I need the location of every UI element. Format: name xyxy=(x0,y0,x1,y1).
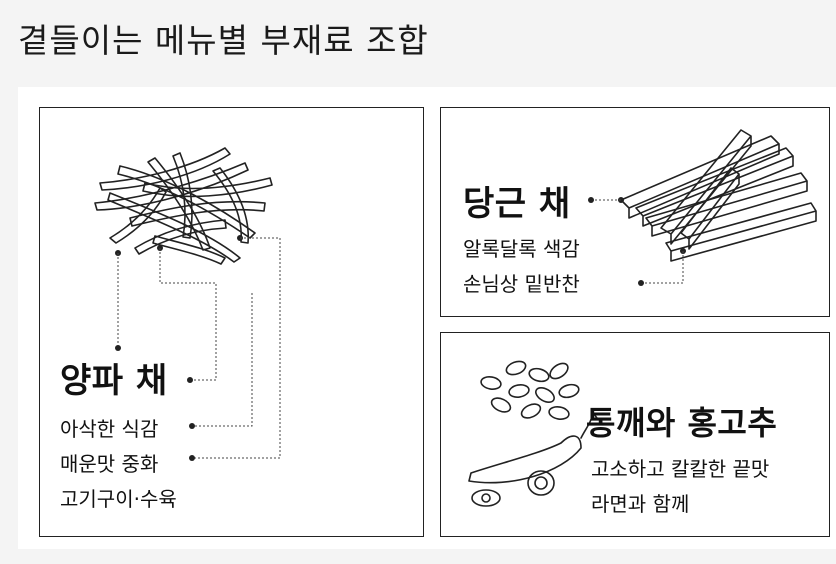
sesame-point-flavor: 고소하고 칼칼한 끝맛 xyxy=(591,457,770,481)
onion-point-pairing: 고기구이·수육 xyxy=(60,487,177,511)
carrot-sticks-icon xyxy=(588,129,817,286)
panel-carrot: 당근 채 알록달록 색감 손님상 밑반찬 xyxy=(440,107,830,317)
sesame-point-pairing: 라면과 함께 xyxy=(591,492,690,516)
sesame-chili-icon xyxy=(468,360,598,507)
carrot-heading: 당근 채 xyxy=(463,184,571,224)
onion-point-texture: 아삭한 식감 xyxy=(60,417,159,441)
ingredient-board: 양파 채 아삭한 식감 매운맛 중화 고기구이·수육 당근 채 알록달록 색감 … xyxy=(18,87,836,549)
carrot-point-side: 손님상 밑반찬 xyxy=(463,272,580,296)
onion-point-spicy: 매운맛 중화 xyxy=(60,452,159,476)
carrot-point-color: 알록달록 색감 xyxy=(463,237,580,261)
panel-sesame: 통깨와 홍고추 고소하고 칼칼한 끝맛 라면과 함께 xyxy=(440,332,830,537)
sesame-heading: 통깨와 홍고추 xyxy=(586,404,778,442)
page-title: 곁들이는 메뉴별 부재료 조합 xyxy=(18,21,429,60)
onion-heading: 양파 채 xyxy=(60,361,168,401)
panel-onion: 양파 채 아삭한 식감 매운맛 중화 고기구이·수육 xyxy=(39,107,424,537)
sliced-onion-icon xyxy=(94,147,281,461)
